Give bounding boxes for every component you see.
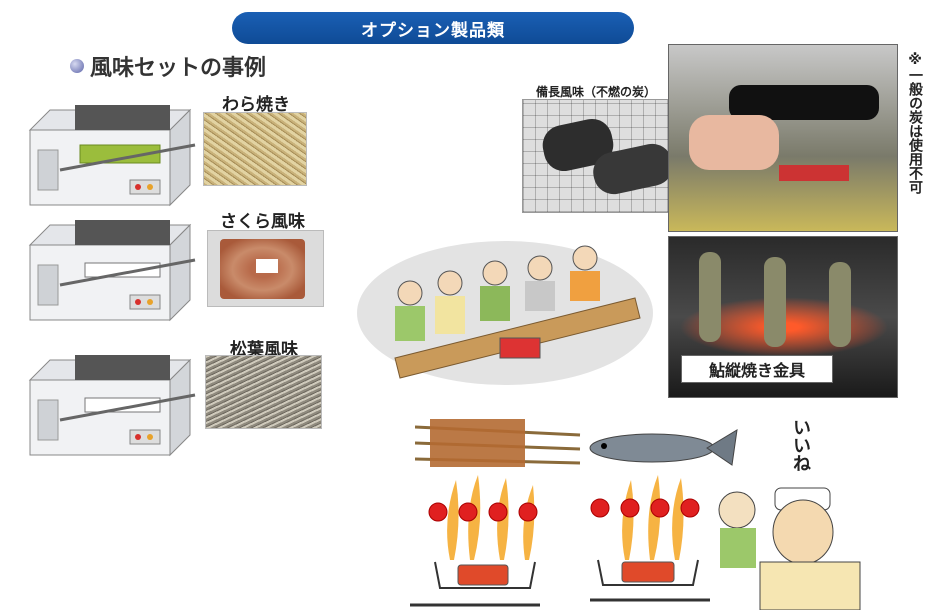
section-title: 風味セットの事例 xyxy=(70,50,266,82)
diners-illustration xyxy=(357,241,653,385)
charcoal-note: ※一般の炭は使用不可 xyxy=(907,52,923,194)
roaster-illustration-1 xyxy=(28,105,196,207)
speech-bubble-text: いいね xyxy=(790,418,811,472)
grill-photo-charcoal xyxy=(668,44,898,232)
roaster-illustration-3 xyxy=(28,355,196,457)
section-title-text: 風味セットの事例 xyxy=(90,56,267,81)
grilled-fish xyxy=(589,429,738,466)
ayu-grill-caption: 鮎縦焼き金具 xyxy=(681,355,833,383)
chef-illustration xyxy=(718,487,861,610)
banner-title: オプション製品類 xyxy=(361,20,505,41)
roaster-illustration-2 xyxy=(28,220,196,322)
page-banner: オプション製品類 xyxy=(232,12,634,44)
straw-photo xyxy=(203,112,307,186)
heat-diagram xyxy=(410,475,710,607)
charcoal-label: 備長風味（不燃の炭） xyxy=(536,85,657,99)
charcoal-photo xyxy=(522,99,696,213)
flavor-label-sakura: さくら風味 xyxy=(220,212,305,232)
ayu-grill-caption-text: 鮎縦焼き金具 xyxy=(708,361,805,380)
pine-needles-photo xyxy=(205,355,322,429)
sakura-chips-photo xyxy=(207,230,324,307)
flavor-label-straw: わら焼き xyxy=(222,95,290,115)
bullet-icon xyxy=(70,59,84,73)
yakitori-skewers xyxy=(415,419,581,467)
